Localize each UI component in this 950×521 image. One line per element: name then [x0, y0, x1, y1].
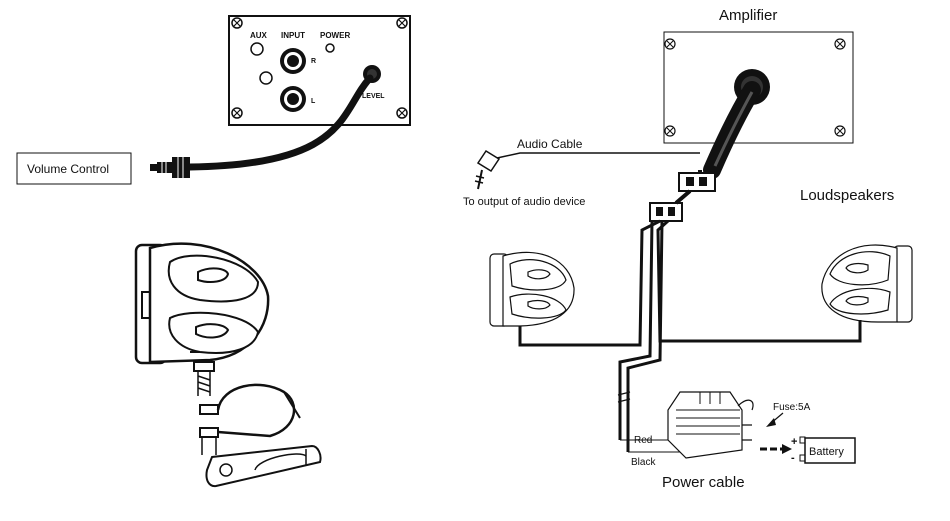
volume-control-cable — [186, 74, 374, 171]
panel-screw-icon — [231, 107, 243, 119]
battery-plus-label: + — [791, 436, 797, 448]
battery-box — [804, 437, 856, 464]
audio-output-label: To output of audio device — [463, 196, 585, 208]
volume-control-label: Volume Control — [27, 162, 109, 176]
panel-screw-icon — [396, 107, 408, 119]
volume-control-label-box — [16, 152, 132, 185]
fuse-holder-icon — [667, 391, 754, 459]
power-wire-black — [626, 220, 664, 452]
black-wire-label: Black — [631, 457, 656, 468]
power-led-icon — [325, 43, 335, 53]
battery-label: Battery — [809, 446, 844, 458]
l-channel-label: L — [311, 98, 316, 105]
control-panel: AUX INPUT POWER R L LEVEL — [228, 15, 411, 126]
amplifier-screw-icon — [664, 38, 676, 50]
loudspeakers-title: Loudspeakers — [800, 187, 894, 204]
level-label: LEVEL — [362, 93, 385, 100]
rca-jack-r-icon — [280, 48, 306, 74]
aux-label: AUX — [250, 31, 268, 40]
audio-cable-wire — [496, 152, 700, 159]
amplifier-screw-icon — [834, 125, 846, 137]
indicator-led-icon — [259, 71, 273, 85]
loudspeaker-left — [489, 251, 575, 327]
battery-arrow-icon — [782, 444, 792, 454]
battery-minus-label: - — [791, 452, 795, 464]
power-wire-red — [618, 220, 654, 440]
panel-screw-icon — [231, 17, 243, 29]
r-channel-label: R — [311, 58, 316, 65]
loudspeaker-right — [821, 244, 913, 323]
audio-plug-icon — [474, 149, 501, 190]
speaker-wire-left — [518, 219, 661, 347]
input-label: INPUT — [281, 31, 305, 40]
audio-cable-label: Audio Cable — [517, 137, 583, 151]
fuse-rating-label: Fuse:5A — [773, 402, 811, 413]
aux-jack-icon — [250, 42, 264, 56]
volume-control-connector-icon — [150, 157, 190, 178]
amplifier-screw-icon — [834, 38, 846, 50]
panel-screw-icon — [396, 17, 408, 29]
red-wire-label: Red — [634, 435, 652, 446]
power-label: POWER — [320, 31, 350, 40]
rca-jack-l-icon — [280, 86, 306, 112]
amplifier-screw-icon — [664, 125, 676, 137]
harness-connector-lower-icon — [649, 202, 683, 222]
power-cable-title: Power cable — [662, 474, 745, 491]
harness-connector-upper-icon — [678, 172, 716, 192]
amplifier-title: Amplifier — [719, 7, 777, 24]
speaker-mount-assembly — [134, 242, 322, 488]
